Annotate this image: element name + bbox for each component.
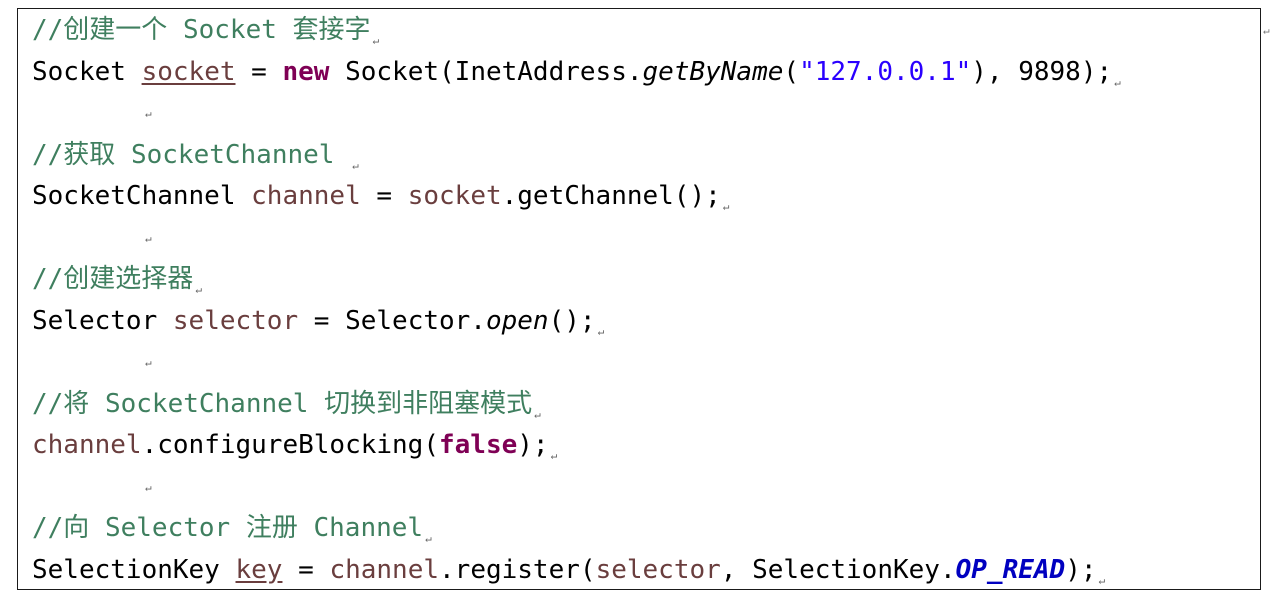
code-token-plain: ); (1065, 554, 1097, 585)
blank-line: ↵ (32, 467, 1257, 509)
code-token-constant: OP_READ (955, 554, 1066, 585)
code-token-keyword: false (439, 430, 518, 460)
paragraph-mark-icon: ↵ (145, 107, 152, 120)
paragraph-mark-icon: ↵ (1114, 75, 1121, 89)
code-token-plain: Socket(InetAddress. (329, 56, 643, 87)
code-token-plain: ( (783, 56, 800, 87)
paragraph-mark-icon: ↵ (597, 324, 605, 338)
code-token-field: channel (329, 554, 440, 585)
code-token-plain: ); (517, 430, 549, 460)
paragraph-mark-icon: ↵ (145, 356, 152, 369)
code-token-plain: Socket (32, 56, 142, 87)
code-token-plain: (); (548, 305, 596, 336)
paragraph-mark-icon: ↵ (372, 34, 380, 47)
code-token-field: socket (141, 56, 236, 87)
code-line: SocketChannel channel = socket.getChanne… (32, 176, 1257, 218)
code-line: //创建一个 Socket 套接字↵ (32, 10, 1257, 52)
paragraph-mark-icon: ↵ (722, 200, 730, 213)
code-token-comment: //创建选择器 (32, 264, 194, 294)
code-token-comment: //将 SocketChannel 切换到非阻塞模式 (32, 388, 533, 419)
code-token-comment: //向 Selector 注册 Channel (32, 513, 424, 543)
code-token-plain: = (235, 56, 283, 87)
code-box-border (17, 8, 1261, 590)
code-token-plain: SocketChannel (32, 181, 252, 211)
code-token-plain: ), 9898); (971, 56, 1113, 87)
code-token-string: "127.0.0.1" (799, 56, 972, 87)
code-token-plain: = Selector. (298, 305, 486, 336)
code-token-plain: SelectionKey (32, 554, 236, 585)
code-token-comment: //创建一个 Socket 套接字 (32, 15, 371, 45)
paragraph-mark-icon: ↵ (534, 407, 541, 421)
paragraph-mark-icon: ↵ (1263, 24, 1270, 37)
paragraph-mark-icon: ↵ (1098, 573, 1106, 587)
code-block: //创建一个 Socket 套接字↵Socket socket = new So… (32, 10, 1257, 591)
code-token-plain: Selector (32, 305, 173, 336)
code-token-plain: , SelectionKey. (720, 554, 956, 585)
paragraph-mark-icon: ↵ (550, 449, 558, 462)
code-token-static: open (485, 305, 549, 336)
code-token-field: selector (172, 305, 299, 336)
code-line: channel.configureBlocking(false);↵ (32, 425, 1257, 467)
code-token-field: key (235, 554, 283, 585)
code-token-plain: = (282, 554, 330, 585)
paragraph-mark-icon: ↵ (352, 158, 359, 172)
code-token-field: channel (32, 430, 142, 460)
code-token-comment: //获取 SocketChannel (32, 139, 351, 170)
blank-line: ↵ (32, 93, 1257, 135)
code-token-field: selector (595, 554, 721, 585)
paragraph-mark-icon: ↵ (145, 231, 152, 245)
code-line: //将 SocketChannel 切换到非阻塞模式↵ (32, 384, 1257, 426)
code-line: //获取 SocketChannel ↵ (32, 135, 1257, 177)
blank-line: ↵ (32, 342, 1257, 384)
code-token-static: getByName (642, 56, 784, 87)
blank-line: ↵ (32, 218, 1257, 260)
code-line: //创建选择器↵ (32, 259, 1257, 301)
paragraph-mark-icon: ↵ (425, 532, 432, 545)
paragraph-mark-icon: ↵ (195, 283, 202, 296)
code-token-plain: .getChannel(); (501, 181, 721, 211)
code-token-field: channel (251, 181, 361, 211)
code-token-field: socket (407, 181, 502, 211)
code-line: SelectionKey key = channel.register(sele… (32, 550, 1257, 592)
code-token-plain: .register( (439, 554, 596, 585)
code-line: Selector selector = Selector.open();↵ (32, 301, 1257, 343)
code-token-plain: .configureBlocking( (141, 430, 439, 460)
code-line: Socket socket = new Socket(InetAddress.g… (32, 52, 1257, 94)
paragraph-mark-icon: ↵ (145, 480, 152, 494)
code-token-plain: = (360, 181, 408, 211)
code-line: //向 Selector 注册 Channel↵ (32, 508, 1257, 550)
code-token-keyword: new (282, 56, 330, 87)
